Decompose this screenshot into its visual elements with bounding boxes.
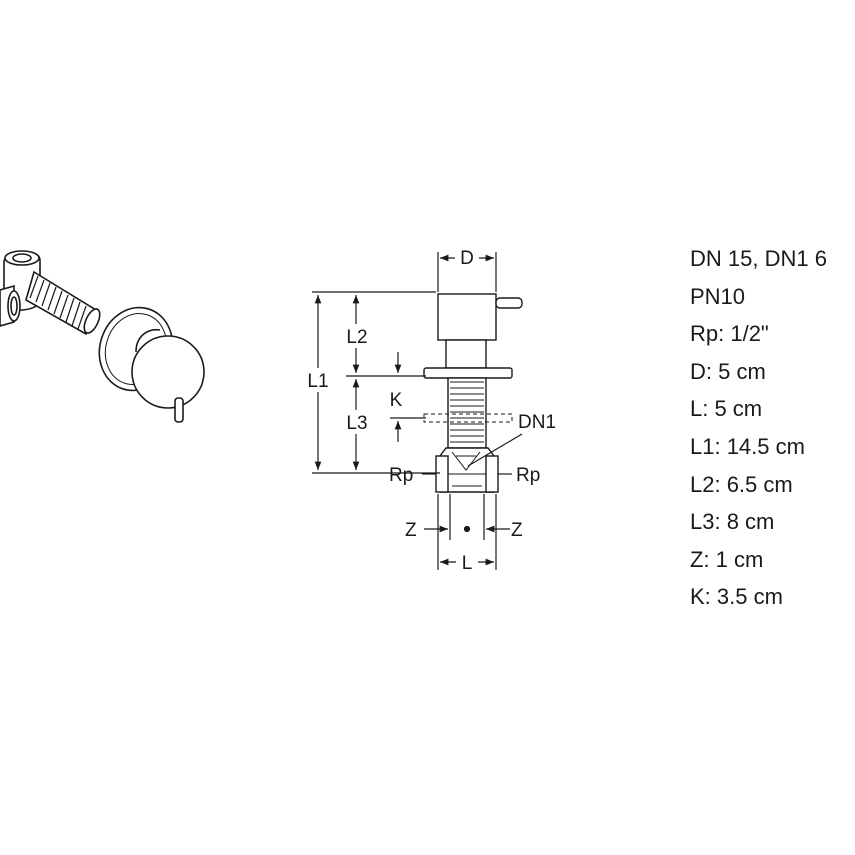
spec-item-pn: PN10 [690,283,746,309]
thread-lines [450,381,484,443]
handle-illustration [131,328,205,423]
label-K: K [390,390,403,411]
label-Z-left: Z [405,520,417,541]
spec-list: DN 15, DN1 6 PN10 Rp: 1/2" D: 5 cm L: 5 … [690,240,827,616]
technical-drawing [423,293,523,493]
handle-cap [437,293,497,341]
spec-item-d: D: 5 cm [690,358,766,384]
label-Z-right: Z [511,520,523,541]
spec-item-l1: L1: 14.5 cm [690,433,805,459]
lever [495,297,523,309]
dashed-wall-reference [423,413,513,423]
spec-item-l2: L2: 6.5 cm [690,471,793,497]
spec-item-l3: L3: 8 cm [690,509,775,535]
label-DN1: DN1 [518,412,556,433]
spec-item-k: K: 3.5 cm [690,584,783,610]
dimension-labels: D L1 L2 L3 K DN1 Rp Rp Z Z L [302,246,556,574]
spec-item-l: L: 5 cm [690,396,763,422]
label-L: L [462,553,473,574]
label-L3: L3 [346,413,367,434]
valve-body-illustration [0,250,101,336]
label-L2: L2 [346,327,367,348]
spec-item-z: Z: 1 cm [690,546,764,572]
label-Rp-right: Rp [516,465,540,486]
stem [445,339,487,369]
label-D: D [460,248,474,269]
spec-item-dn: DN 15, DN1 6 [690,246,827,271]
spec-item-rp: Rp: 1/2" [690,321,769,347]
label-L1: L1 [307,371,328,392]
label-Rp-left: Rp [389,465,413,486]
rosette-plate [423,367,513,379]
